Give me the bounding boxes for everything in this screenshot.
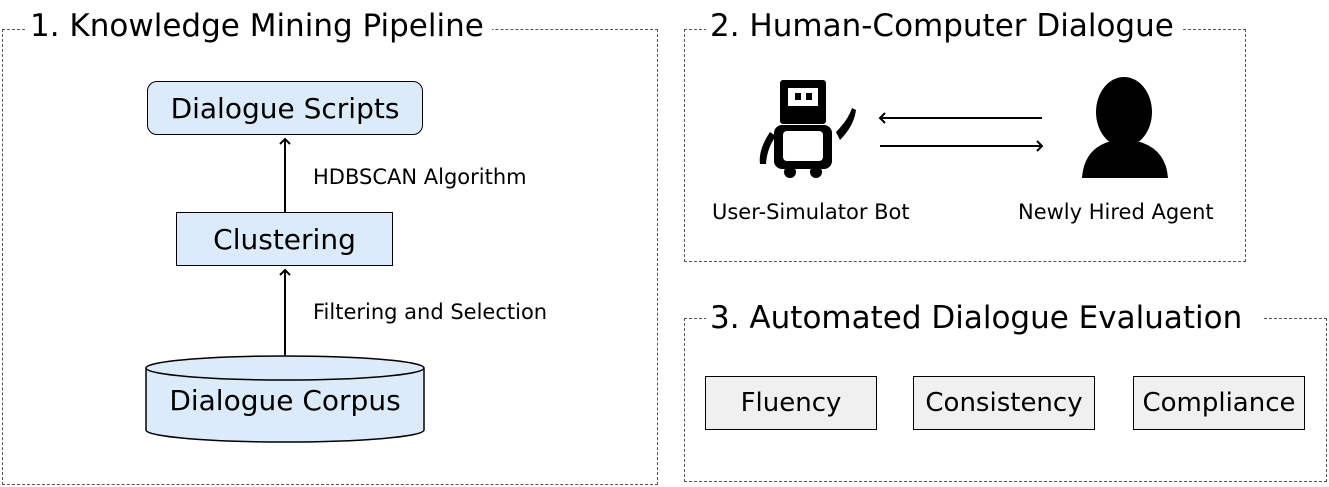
agent-label: Newly Hired Agent [1018, 200, 1214, 224]
compliance-box: Compliance [1133, 376, 1305, 430]
consistency-label: Consistency [925, 388, 1083, 418]
clustering-node: Clustering [176, 212, 393, 266]
person-silhouette-icon [1082, 77, 1168, 178]
consistency-box: Consistency [913, 376, 1095, 430]
clustering-label: Clustering [213, 222, 356, 256]
hdbscan-edge-label: HDBSCAN Algorithm [313, 165, 527, 189]
knowledge-mining-title: 1. Knowledge Mining Pipeline [26, 8, 492, 44]
bot-label: User-Simulator Bot [712, 200, 910, 224]
dialogue-corpus-cylinder [145, 355, 425, 443]
fluency-label: Fluency [740, 388, 842, 418]
dialogue-panel-title: 2. Human-Computer Dialogue [706, 8, 1182, 44]
corpus-label: Dialogue Corpus [169, 384, 401, 417]
robot-icon [759, 80, 856, 178]
compliance-label: Compliance [1142, 388, 1296, 418]
dialogue-scripts-label: Dialogue Scripts [170, 91, 400, 125]
dialogue-panel [684, 29, 1246, 262]
fluency-box: Fluency [705, 376, 877, 430]
filtering-edge-label: Filtering and Selection [313, 300, 548, 324]
dialogue-scripts-node: Dialogue Scripts [147, 81, 423, 135]
evaluation-panel-title: 3. Automated Dialogue Evaluation [706, 300, 1263, 336]
